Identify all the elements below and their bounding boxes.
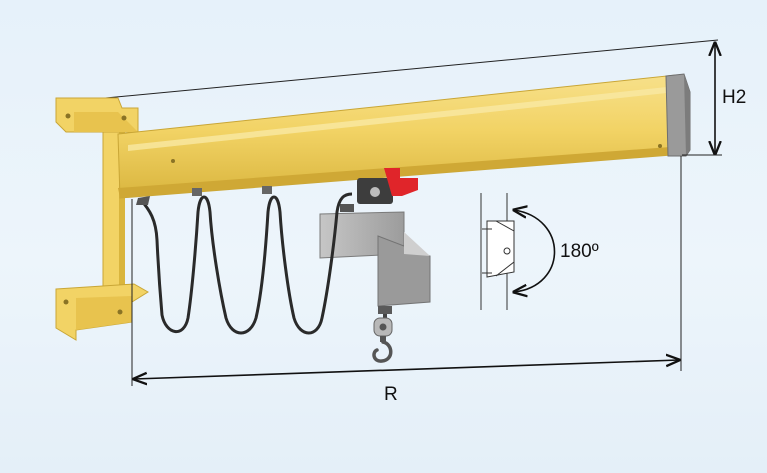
electric-chain-hoist <box>319 204 431 320</box>
lower-wall-bracket <box>55 283 149 341</box>
festoon-cable <box>136 186 353 335</box>
trolley <box>357 168 418 204</box>
beam-top-dimension-line <box>94 39 719 100</box>
hook <box>372 317 393 363</box>
upper-wall-bracket <box>55 97 139 133</box>
reach-label: R <box>384 384 398 405</box>
r-dimension-arrow <box>134 360 679 379</box>
rotation-arc-arrow <box>514 210 556 292</box>
jib-beam <box>117 74 685 199</box>
rotation-angle-label: 180º <box>560 241 599 262</box>
rotation-symbol <box>480 193 515 310</box>
beam-end-cap <box>665 73 691 157</box>
h2-label: H2 <box>722 87 747 108</box>
